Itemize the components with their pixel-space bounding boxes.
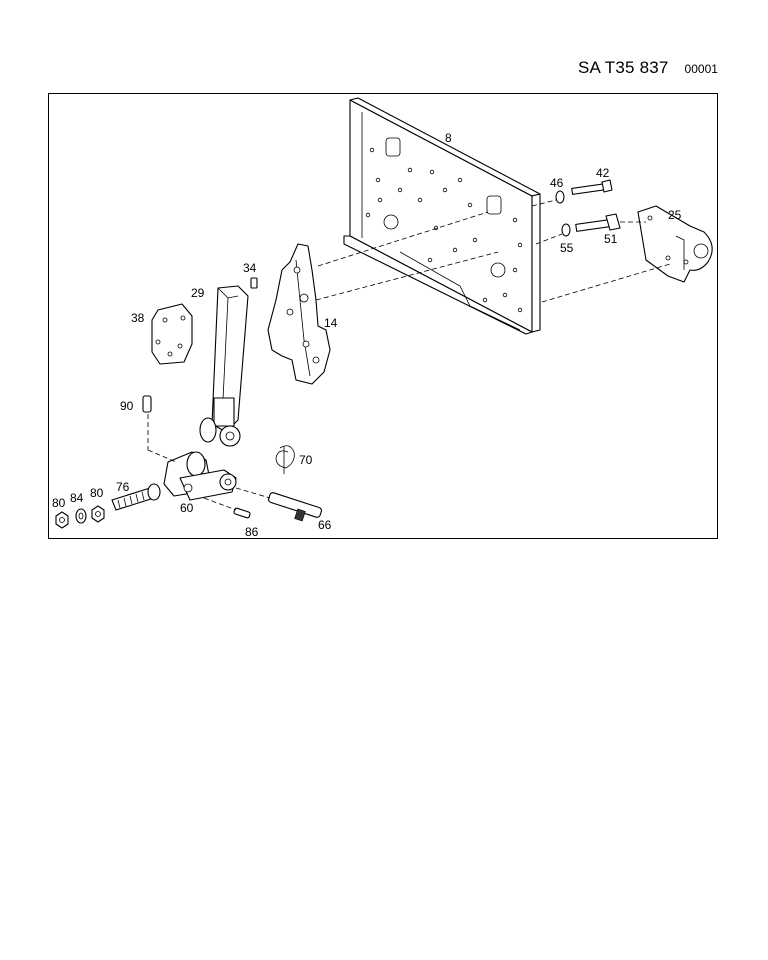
callout-90: 90 xyxy=(120,399,134,413)
part-86-pin xyxy=(233,507,251,519)
part-55-washer xyxy=(561,223,571,237)
callout-14: 14 xyxy=(324,316,338,330)
callout-42: 42 xyxy=(596,166,610,180)
callout-84: 84 xyxy=(70,491,84,505)
callout-25: 25 xyxy=(668,208,682,222)
part-80-nut-right xyxy=(91,505,105,523)
part-60-linkage xyxy=(163,451,237,501)
callout-29: 29 xyxy=(191,286,205,300)
callout-46: 46 xyxy=(550,176,564,190)
part-84-washer xyxy=(75,508,87,524)
part-51-bolt xyxy=(575,213,621,232)
part-38-plate xyxy=(151,303,193,365)
assembly-lines xyxy=(147,199,671,511)
callout-51: 51 xyxy=(604,232,618,246)
part-76-threaded-rod xyxy=(111,483,161,511)
drawing-number: SA T35 837 xyxy=(578,58,669,77)
part-29-lever xyxy=(199,285,249,447)
part-42-bolt xyxy=(571,179,613,195)
callout-8: 8 xyxy=(445,131,452,145)
callout-76: 76 xyxy=(116,480,130,494)
part-70-clip xyxy=(275,445,295,474)
drawing-code: SA T35 837 00001 xyxy=(578,58,718,78)
callout-86: 86 xyxy=(245,525,259,539)
part-66-pin xyxy=(268,492,322,522)
callout-55: 55 xyxy=(560,241,574,255)
part-80-nut-left xyxy=(55,511,69,529)
callout-34: 34 xyxy=(243,261,257,275)
callout-66: 66 xyxy=(318,518,332,532)
callout-70: 70 xyxy=(299,453,313,467)
part-90-sleeve xyxy=(142,395,152,413)
sheet-number: 00001 xyxy=(684,62,718,76)
part-46-washer xyxy=(555,190,565,204)
callout-80-left: 80 xyxy=(52,496,66,510)
callout-60: 60 xyxy=(180,501,194,515)
part-34-pin xyxy=(250,277,258,289)
callout-38: 38 xyxy=(131,311,145,325)
diagram-frame xyxy=(48,93,718,539)
callout-80-right: 80 xyxy=(90,486,104,500)
part-25-bracket xyxy=(637,205,713,283)
part-14-bracket xyxy=(267,243,331,385)
part-8-frame-plate xyxy=(343,97,541,335)
